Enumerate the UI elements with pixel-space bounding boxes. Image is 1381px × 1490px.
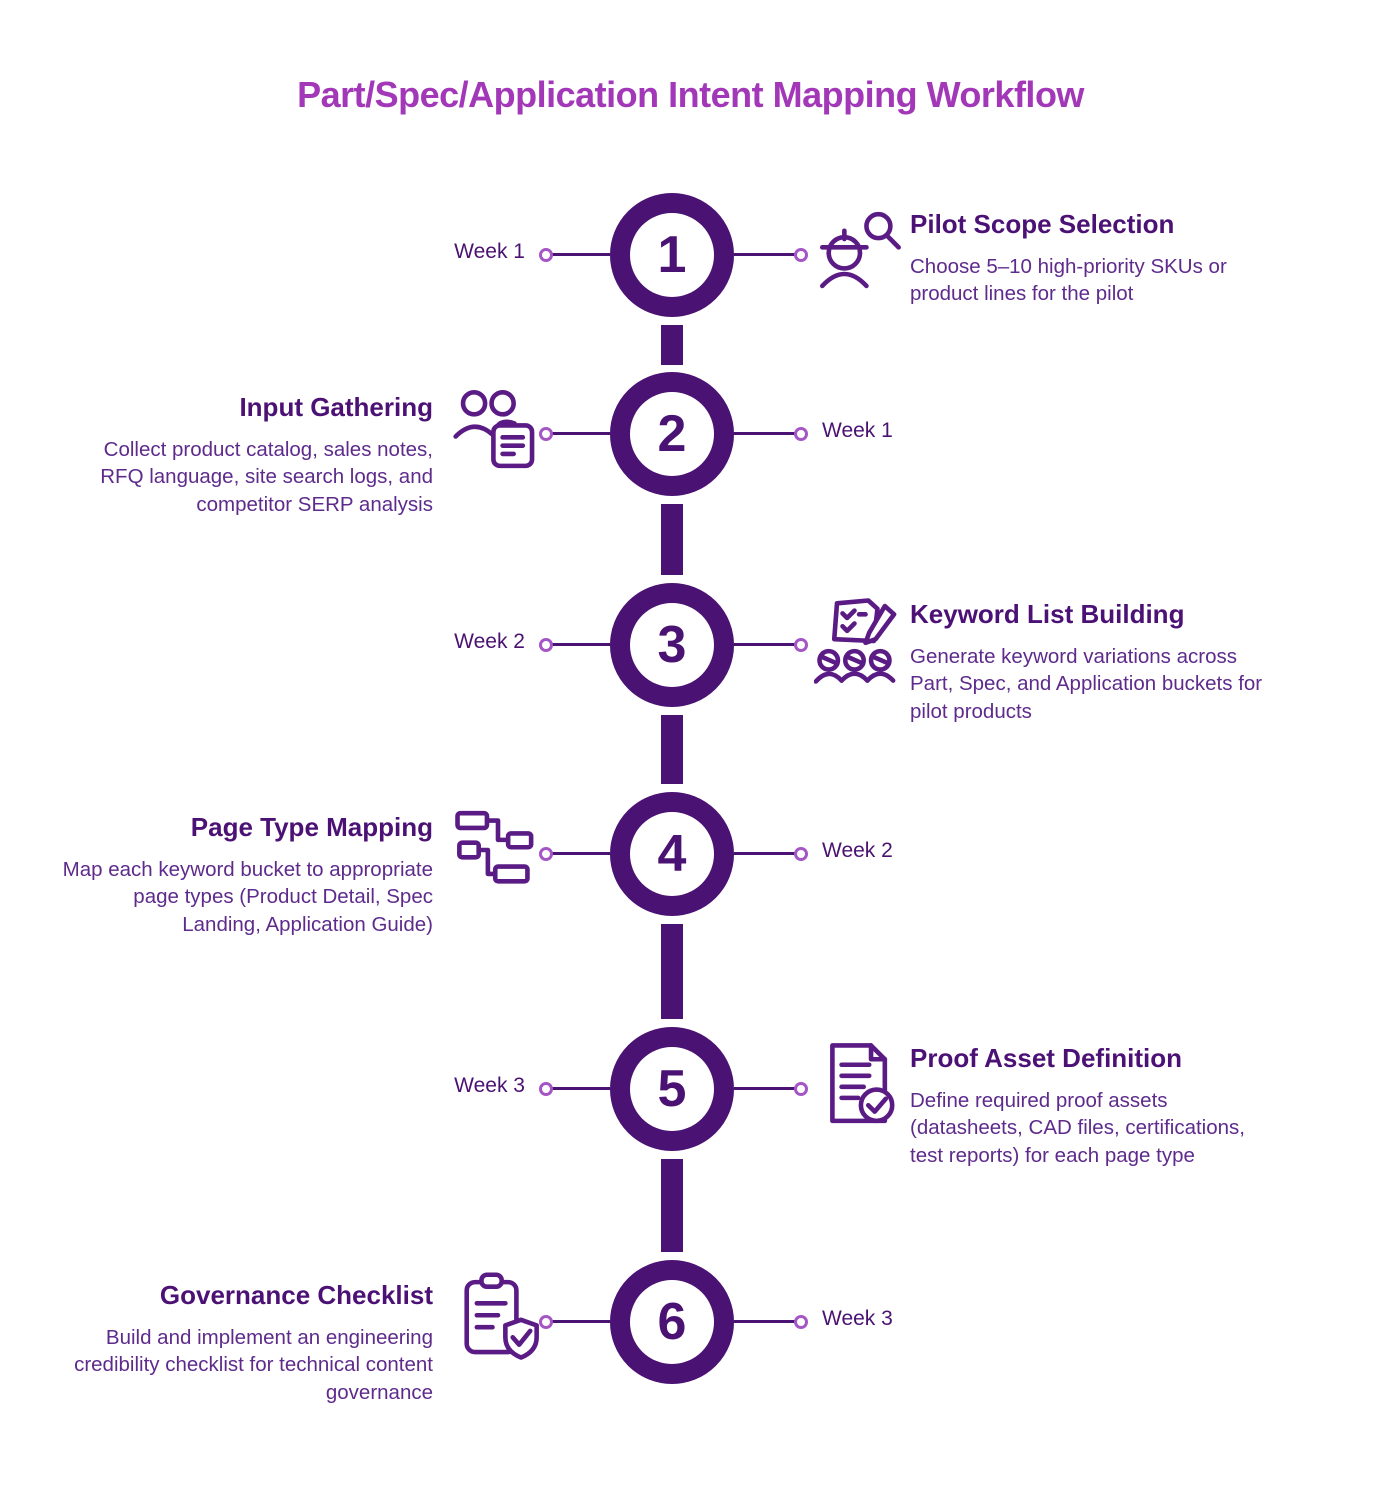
connector-dot-icon — [794, 1082, 808, 1096]
team-document-icon — [452, 384, 544, 476]
step-title: Pilot Scope Selection — [910, 209, 1175, 239]
step-number-circle: 1 — [610, 193, 734, 317]
connector-line — [734, 1087, 798, 1090]
connector-dot-icon — [794, 847, 808, 861]
connector-line — [734, 432, 798, 435]
checklist-pencil-people-icon — [813, 595, 906, 687]
connector-dot-icon — [539, 1315, 553, 1329]
step-number-circle: 2 — [610, 372, 734, 496]
step-number: 1 — [657, 226, 687, 284]
week-label: Week 1 — [822, 419, 893, 442]
step-title: Page Type Mapping — [190, 812, 433, 842]
step-content: Governance Checklist Build and implement… — [61, 1280, 433, 1406]
infographic-title: Part/Spec/Application Intent Mapping Wor… — [297, 74, 1084, 115]
connector-dot-icon — [539, 248, 553, 262]
connector-line — [546, 1320, 610, 1323]
week-label: Week 3 — [822, 1307, 893, 1330]
step-number-circle: 6 — [610, 1260, 734, 1384]
connector-dot-icon — [794, 1315, 808, 1329]
step-number: 5 — [657, 1060, 687, 1118]
step-title: Keyword List Building — [910, 599, 1185, 629]
timeline-connector-bar — [661, 325, 683, 365]
step-number: 2 — [657, 405, 687, 463]
step-content: Page Type Mapping Map each keyword bucke… — [61, 812, 433, 938]
step-number-circle: 5 — [610, 1027, 734, 1151]
connector-line — [546, 643, 610, 646]
connector-line — [734, 1320, 798, 1323]
step-number-circle: 4 — [610, 792, 734, 916]
connector-dot-icon — [539, 1082, 553, 1096]
step-title: Governance Checklist — [159, 1280, 433, 1310]
step-description: Map each keyword bucket to appropriate p… — [62, 858, 433, 936]
step-description: Collect product catalog, sales notes, RF… — [100, 438, 433, 516]
step-description: Build and implement an engineering credi… — [74, 1326, 433, 1404]
document-check-icon — [814, 1039, 906, 1131]
connector-dot-icon — [794, 427, 808, 441]
week-label: Week 2 — [454, 630, 525, 653]
step-description: Generate keyword variations across Part,… — [910, 645, 1263, 723]
step-content: Proof Asset Definition Define required p… — [910, 1043, 1282, 1169]
connector-line — [734, 253, 798, 256]
week-label: Week 3 — [454, 1074, 525, 1097]
person-search-icon — [814, 205, 906, 297]
clipboard-shield-icon — [452, 1272, 544, 1364]
step-description: Choose 5–10 high-priority SKUs or produc… — [910, 255, 1227, 306]
connector-dot-icon — [794, 248, 808, 262]
connector-dot-icon — [539, 427, 553, 441]
connector-line — [546, 852, 610, 855]
timeline-connector-bar — [661, 715, 683, 784]
step-number-circle: 3 — [610, 583, 734, 707]
step-content: Pilot Scope Selection Choose 5–10 high-p… — [910, 209, 1282, 308]
timeline-connector-bar — [661, 504, 683, 575]
timeline-connector-bar — [661, 1159, 683, 1252]
connector-line — [546, 253, 610, 256]
step-description: Define required proof assets (datasheets… — [910, 1089, 1245, 1167]
step-title: Proof Asset Definition — [910, 1043, 1183, 1073]
sitemap-icon — [452, 804, 544, 896]
step-title: Input Gathering — [239, 392, 433, 422]
step-content: Keyword List Building Generate keyword v… — [910, 599, 1282, 725]
connector-line — [546, 1087, 610, 1090]
connector-dot-icon — [539, 847, 553, 861]
week-label: Week 1 — [454, 240, 525, 263]
timeline-connector-bar — [661, 924, 683, 1019]
connector-line — [734, 643, 798, 646]
connector-line — [734, 852, 798, 855]
step-number: 3 — [657, 616, 687, 674]
step-number: 4 — [657, 825, 687, 883]
connector-dot-icon — [539, 638, 553, 652]
week-label: Week 2 — [822, 839, 893, 862]
step-content: Input Gathering Collect product catalog,… — [61, 392, 433, 518]
connector-dot-icon — [794, 638, 808, 652]
connector-line — [546, 432, 610, 435]
step-number: 6 — [657, 1293, 687, 1351]
